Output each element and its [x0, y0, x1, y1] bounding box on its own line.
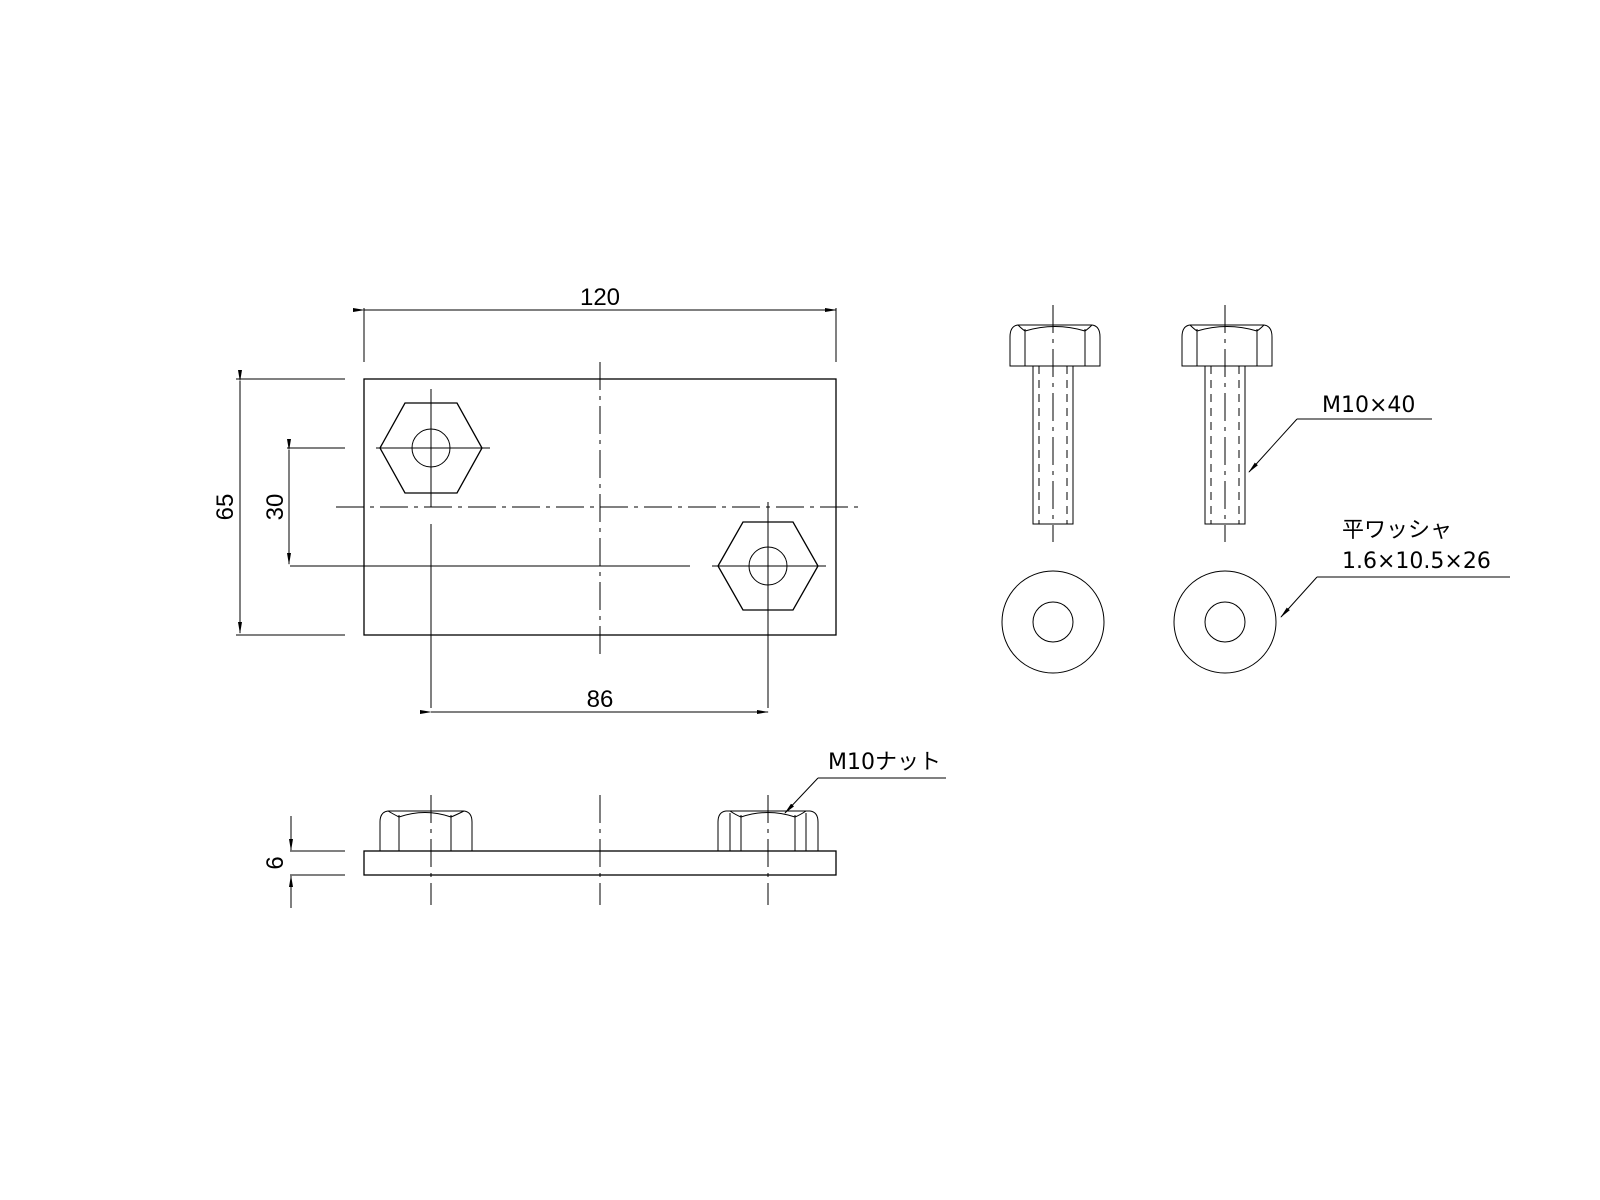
nut-side-left [379, 810, 473, 851]
washer-label-line1: 平ワッシャ [1342, 518, 1452, 543]
dim-spacing-label: 86 [587, 686, 614, 713]
dimension-hole-offset: 30 [262, 439, 345, 565]
dim-width-label: 120 [580, 284, 620, 311]
bolts: M10×40 [1009, 305, 1432, 542]
plan-view: 120 65 30 86 [212, 284, 864, 714]
nut-label: M10ナット [828, 750, 941, 775]
washer-2 [1173, 570, 1277, 674]
bolt-1 [1009, 305, 1101, 542]
dimension-height: 65 [212, 370, 345, 636]
hex-nut-bottom-right [290, 521, 826, 611]
bolt-label: M10×40 [1322, 393, 1415, 418]
bolt-callout: M10×40 [1248, 393, 1432, 473]
washer-1 [1001, 570, 1105, 674]
dimension-hole-spacing: 86 [420, 686, 769, 714]
dimension-width: 120 [353, 284, 837, 362]
nut-callout: M10ナット [784, 750, 946, 814]
dimension-thickness: 6 [262, 816, 345, 908]
dim-thickness-label: 6 [262, 856, 289, 869]
washer-callout: 平ワッシャ 1.6×10.5×26 [1280, 518, 1510, 618]
dim-offset-label: 30 [262, 494, 289, 521]
dim-height-label: 65 [212, 494, 239, 521]
bolt-2 [1181, 305, 1273, 542]
side-view: 6 M10ナット [262, 750, 946, 908]
hex-nut-top-left [376, 402, 490, 494]
washer-label-line2: 1.6×10.5×26 [1342, 549, 1491, 574]
washers: 平ワッシャ 1.6×10.5×26 [1001, 518, 1510, 674]
